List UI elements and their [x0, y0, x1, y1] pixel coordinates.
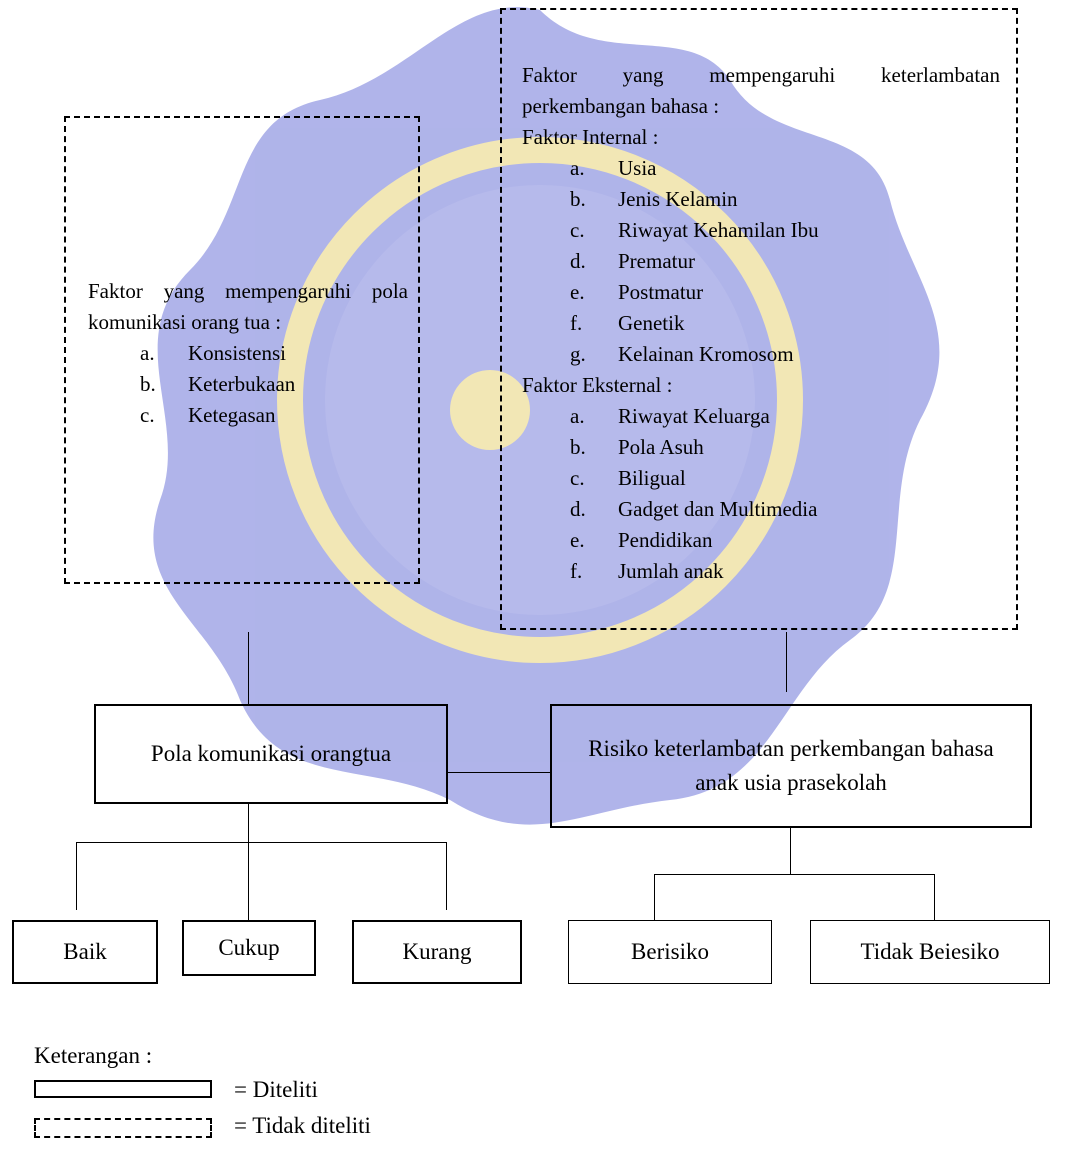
list-item: Konsistensi — [188, 341, 287, 365]
connector-main-boxes — [448, 772, 550, 773]
connector-left-bar — [76, 842, 446, 843]
left-factors-intro: Faktor yang mempengaruhi pola komunikasi… — [88, 279, 408, 334]
list-item: Pola Asuh — [618, 435, 704, 459]
connector-left-stem — [248, 804, 249, 920]
legend-title: Keterangan : — [34, 1043, 153, 1068]
connector-left-factors — [248, 632, 249, 704]
outcome-box-kurang: Kurang — [352, 920, 522, 984]
main-box-pola-komunikasi: Pola komunikasi orangtua — [94, 704, 448, 804]
main-box-right-label: Risiko keterlambatan perkembangan bahasa… — [588, 736, 994, 795]
legend-dashed-label: = Tidak diteliti — [234, 1113, 371, 1138]
connector-left-branch-3 — [446, 842, 447, 910]
legend-dashed-sample — [34, 1118, 212, 1138]
list-item: Pendidikan — [618, 528, 713, 552]
list-label: a. — [570, 156, 585, 180]
external-heading: Faktor Eksternal : — [522, 373, 673, 397]
list-item: Gadget dan Multimedia — [618, 497, 818, 521]
legend-solid-label: = Diteliti — [234, 1077, 318, 1102]
list-item: Jenis Kelamin — [618, 187, 738, 211]
list-item: Jumlah anak — [618, 559, 724, 583]
connector-right-branch-1 — [654, 874, 655, 920]
list-label: b. — [570, 187, 586, 211]
legend: Keterangan : = Diteliti = Tidak diteliti — [34, 1040, 534, 1152]
outcome-box-tidak-berisiko: Tidak Beiesiko — [810, 920, 1050, 984]
list-label: e. — [570, 528, 585, 552]
list-item: Prematur — [618, 249, 695, 273]
connector-right-factors — [786, 632, 787, 692]
list-item: Riwayat Kehamilan Ibu — [618, 218, 819, 242]
list-label: g. — [570, 342, 586, 366]
connector-left-branch-1 — [76, 842, 77, 910]
list-item: Genetik — [618, 311, 685, 335]
list-label: f. — [570, 559, 583, 583]
outcome-label: Berisiko — [631, 939, 709, 964]
list-label: b. — [140, 372, 156, 396]
list-item: Postmatur — [618, 280, 704, 304]
main-box-left-label: Pola komunikasi orangtua — [150, 741, 392, 766]
outcome-box-cukup: Cukup — [182, 920, 316, 976]
outcome-label: Cukup — [218, 935, 280, 960]
outcome-label: Baik — [63, 939, 107, 964]
list-label: d. — [570, 249, 586, 273]
list-label: c. — [140, 403, 155, 427]
right-factors-box: Faktor yang mempengaruhi keterlambatan p… — [500, 8, 1018, 630]
connector-right-stem — [790, 828, 791, 874]
list-label: a. — [140, 341, 155, 365]
institution-seal-watermark — [153, 7, 940, 825]
list-label: d. — [570, 497, 586, 521]
list-label: c. — [570, 466, 585, 490]
main-box-risiko: Risiko keterlambatan perkembangan bahasa… — [550, 704, 1032, 828]
left-factors-box: Faktor yang mempengaruhi pola komunikasi… — [64, 116, 420, 584]
list-label: c. — [570, 218, 585, 242]
outcome-box-berisiko: Berisiko — [568, 920, 772, 984]
outcome-label: Tidak Beiesiko — [860, 939, 1000, 964]
list-item: Usia — [618, 156, 657, 180]
list-label: b. — [570, 435, 586, 459]
list-label: f. — [570, 311, 583, 335]
list-item: Biligual — [618, 466, 686, 490]
list-label: e. — [570, 280, 585, 304]
list-item: Keterbukaan — [188, 372, 296, 396]
internal-heading: Faktor Internal : — [522, 125, 659, 149]
outcome-label: Kurang — [402, 939, 472, 964]
list-label: a. — [570, 404, 585, 428]
connector-right-bar — [654, 874, 934, 875]
list-item: Kelainan Kromosom — [618, 342, 794, 366]
right-factors-intro: Faktor yang mempengaruhi keterlambatan p… — [522, 63, 1000, 118]
legend-solid-sample — [34, 1080, 212, 1098]
list-item: Ketegasan — [188, 403, 276, 427]
list-item: Riwayat Keluarga — [618, 404, 770, 428]
outcome-box-baik: Baik — [12, 920, 158, 984]
connector-right-branch-2 — [934, 874, 935, 920]
